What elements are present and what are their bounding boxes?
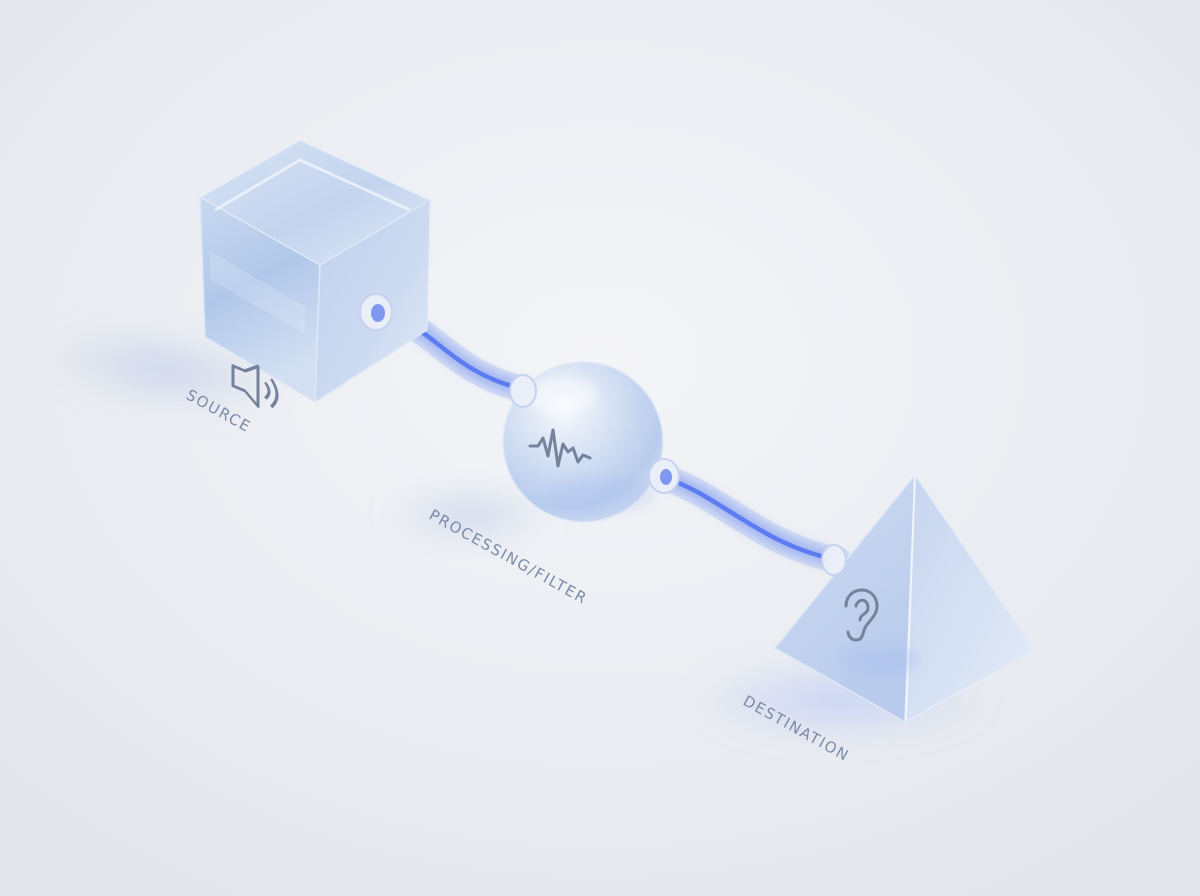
ground-shadows [46,328,990,740]
cable-glow [662,475,841,563]
processing-shadow [385,487,555,543]
source-shadow [46,328,284,412]
ear-icon [844,588,879,642]
processing-input-port [509,374,537,408]
waveform-icon [528,428,592,468]
speaker-icon [231,364,279,408]
connection-processing-destination [652,465,851,573]
destination-port [821,544,847,576]
source-node: SOURCE [183,139,432,436]
